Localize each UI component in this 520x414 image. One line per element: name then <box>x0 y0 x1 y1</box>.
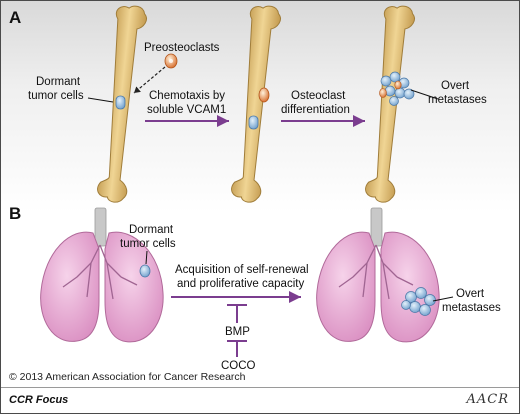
footer-bar: CCR Focus AACR <box>1 387 519 414</box>
bone-2 <box>230 4 281 203</box>
label-osteoclast-1: Osteoclast <box>291 90 346 102</box>
label-chemotaxis-2: soluble VCAM1 <box>147 104 226 116</box>
label-dormant-b-1: Dormant <box>129 224 174 236</box>
label-chemotaxis-1: Chemotaxis by <box>149 90 225 102</box>
panel-a-letter: A <box>9 8 21 27</box>
panel-b-letter: B <box>9 204 21 223</box>
label-overt-b-1: Overt <box>456 288 485 300</box>
figure-panel: A <box>1 1 519 387</box>
preosteoclast-bone-2 <box>259 88 269 102</box>
tumor-cell-bone-2 <box>249 116 258 129</box>
label-preosteoclasts: Preosteoclasts <box>144 42 220 54</box>
preosteoclast-nucleus <box>169 59 173 63</box>
label-bmp: BMP <box>225 326 250 338</box>
label-dormant-b-2: tumor cells <box>120 238 176 250</box>
label-dormant-a-2: tumor cells <box>28 90 84 102</box>
label-osteoclast-2: differentiation <box>281 104 350 116</box>
dormant-tumor-cell-bone <box>116 96 125 109</box>
journal-name: CCR Focus <box>9 394 68 406</box>
diagram-canvas: A <box>1 1 519 387</box>
label-acquisition-1: Acquisition of self-renewal <box>175 264 309 276</box>
label-acquisition-2: and proliferative capacity <box>177 278 304 290</box>
label-overt-b-2: metastases <box>442 302 501 314</box>
dormant-tumor-cell-lung <box>140 265 150 277</box>
label-dormant-a-1: Dormant <box>36 76 81 88</box>
leader-dormant-a <box>88 98 113 102</box>
bone-3 <box>364 4 415 203</box>
lungs-right <box>317 208 440 342</box>
label-overt-a-1: Overt <box>441 80 470 92</box>
aacr-logo: AACR <box>466 392 509 407</box>
copyright-notice: © 2013 American Association for Cancer R… <box>9 371 246 383</box>
label-overt-a-2: metastases <box>428 94 487 106</box>
